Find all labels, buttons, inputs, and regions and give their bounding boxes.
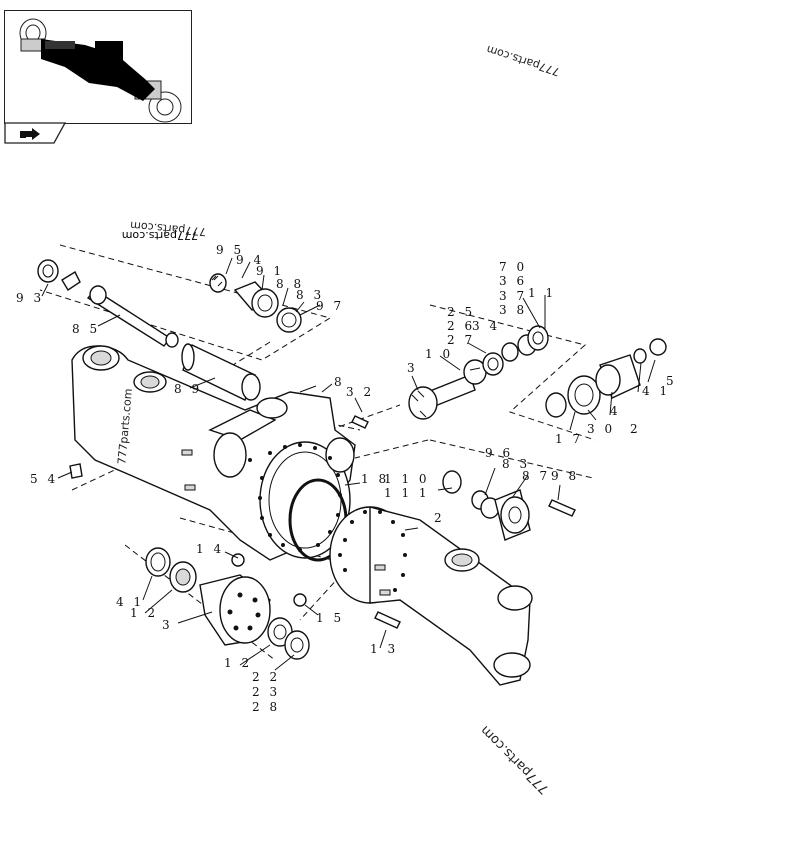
callout-98[interactable]: 9 8: [551, 469, 580, 483]
callout-leaders: [41, 257, 656, 671]
callout-41-right[interactable]: 4 1: [642, 384, 671, 398]
callout-70[interactable]: 7 0: [499, 260, 528, 274]
callout-25[interactable]: 2 5: [447, 305, 476, 319]
callout-5[interactable]: 5: [666, 374, 677, 388]
callout-83-top[interactable]: 8 3: [296, 288, 325, 302]
axle-right-housing: [329, 506, 533, 686]
callout-22[interactable]: 2 2: [252, 670, 281, 684]
thumbnail-preview[interactable]: [4, 10, 192, 124]
differential-assembly: [145, 547, 401, 660]
callout-3-top[interactable]: 3: [407, 361, 418, 375]
callout-28[interactable]: 2 8: [252, 700, 281, 714]
callout-85[interactable]: 8 5: [72, 322, 101, 336]
callout-15[interactable]: 1 5: [316, 611, 345, 625]
callout-8[interactable]: 8: [334, 375, 345, 389]
callout-41-left[interactable]: 4 1: [116, 595, 145, 609]
callout-83-mid[interactable]: 8 3: [502, 457, 531, 471]
callout-12-left[interactable]: 1 2: [130, 606, 159, 620]
callout-110[interactable]: 1 1 0: [384, 472, 430, 486]
breather-fittings: [69, 415, 369, 479]
callout-36[interactable]: 3 6: [499, 274, 528, 288]
callout-30[interactable]: 3 0: [587, 422, 616, 436]
callout-88[interactable]: 8 8: [276, 277, 305, 291]
axle-center-housing: [71, 345, 356, 561]
axle-thumbnail-image: [19, 18, 182, 123]
callout-96[interactable]: 9 6: [485, 446, 514, 460]
callout-93[interactable]: 9 3: [16, 291, 45, 305]
callout-12-bottom[interactable]: 1 2: [224, 656, 253, 670]
callout-94[interactable]: 9 4: [236, 253, 265, 267]
next-page-arrow-icon: [20, 128, 40, 140]
pinion-assembly: [408, 325, 667, 420]
next-page-button[interactable]: [4, 122, 67, 144]
callout-10-top[interactable]: 1 0: [425, 347, 454, 361]
callout-38[interactable]: 3 8: [499, 303, 528, 317]
callout-89[interactable]: 8 9: [174, 382, 203, 396]
callout-2-right[interactable]: 2: [630, 422, 641, 436]
callout-2-mid[interactable]: 2: [434, 511, 445, 525]
shaft-assembly-top: [37, 259, 302, 401]
callout-87[interactable]: 8 7: [522, 469, 551, 483]
callout-4[interactable]: 4: [610, 404, 621, 418]
callout-18[interactable]: 1 8: [361, 472, 390, 486]
callout-13[interactable]: 1 3: [370, 642, 399, 656]
callout-14[interactable]: 1 4: [196, 542, 225, 556]
watermark-center: 777parts.com: [122, 229, 198, 242]
callout-23[interactable]: 2 3: [252, 685, 281, 699]
callout-97[interactable]: 9 7: [316, 299, 345, 313]
callout-34[interactable]: 3 4: [472, 319, 501, 333]
callout-11-top[interactable]: 1 1: [528, 286, 557, 300]
callout-32[interactable]: 3 2: [346, 385, 375, 399]
callout-91[interactable]: 9 1: [256, 264, 285, 278]
flange-assembly: [442, 470, 576, 541]
callout-37[interactable]: 3 7: [499, 289, 528, 303]
callout-26[interactable]: 2 6: [447, 319, 476, 333]
callout-95[interactable]: 9 5: [216, 243, 245, 257]
callout-54[interactable]: 5 4: [30, 472, 59, 486]
callout-3-bottom[interactable]: 3: [162, 618, 173, 632]
callout-17[interactable]: 1 7: [555, 432, 584, 446]
callout-27[interactable]: 2 7: [447, 333, 476, 347]
callout-111[interactable]: 1 1 1: [384, 486, 430, 500]
